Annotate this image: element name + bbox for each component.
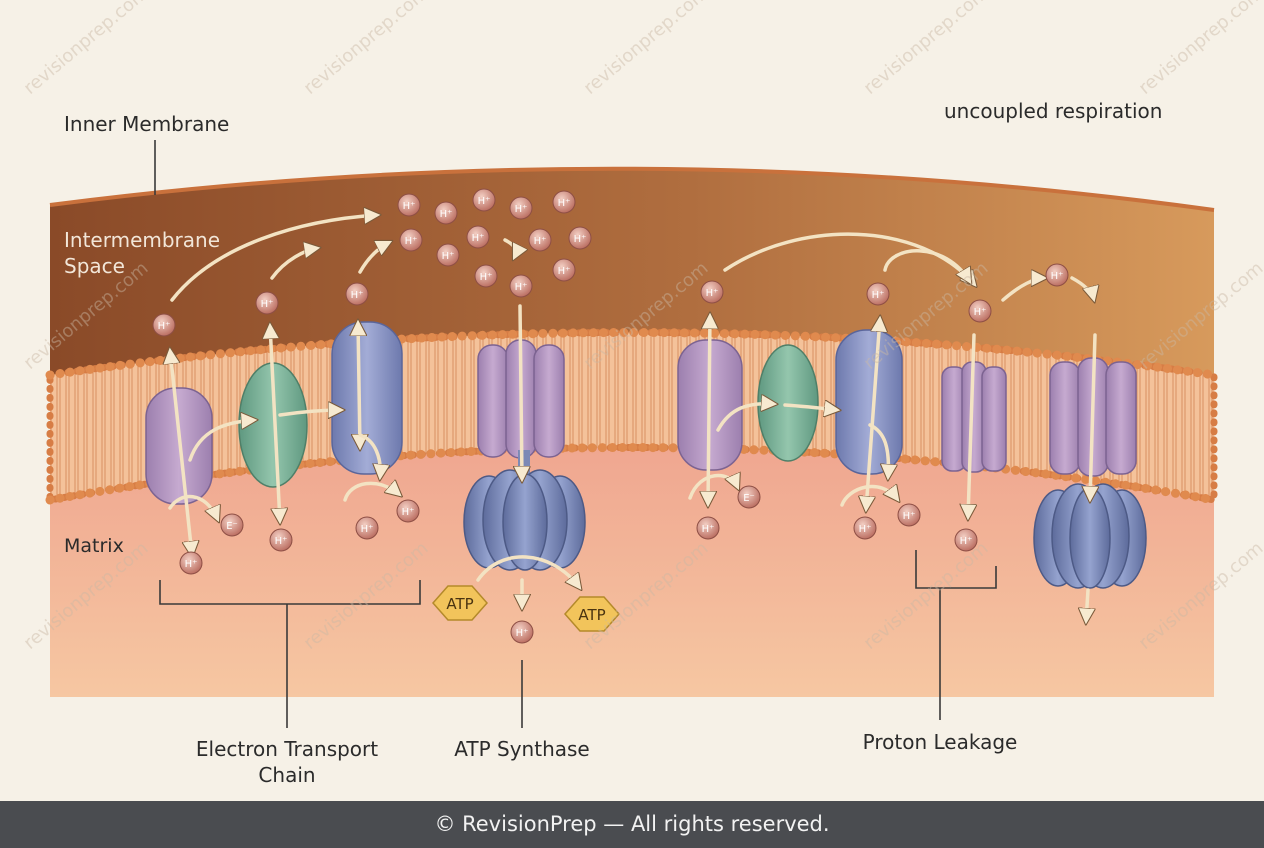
lipid-heads-top (45, 328, 1219, 380)
proton: H⁺ (696, 516, 720, 540)
proton: H⁺ (954, 528, 978, 552)
svg-text:H⁺: H⁺ (440, 209, 453, 220)
svg-text:H⁺: H⁺ (974, 307, 987, 318)
matrix-region (50, 390, 1214, 697)
atp-badge: ATP (431, 585, 489, 621)
etc-label-line-2: Chain (258, 763, 316, 787)
svg-text:H⁺: H⁺ (558, 266, 571, 277)
proton: H⁺ (472, 188, 496, 212)
atp-synthase-group-label: ATP Synthase (454, 737, 590, 761)
complex-iii (331, 321, 403, 475)
proton: H⁺ (397, 193, 421, 217)
proton: H⁺ (700, 280, 724, 304)
uncoupling-protein (941, 361, 1007, 473)
svg-text:H⁺: H⁺ (903, 511, 916, 522)
svg-text:H⁺: H⁺ (158, 321, 171, 332)
inner-membrane-label: Inner Membrane (64, 112, 230, 136)
atp-synthase-uncoupled (1033, 357, 1147, 589)
proton: H⁺ (396, 499, 420, 523)
svg-text:H⁺: H⁺ (558, 198, 571, 209)
electron: E⁻ (737, 485, 761, 509)
diagram-title: uncoupled respiration (944, 99, 1163, 123)
svg-text:H⁺: H⁺ (515, 204, 528, 215)
intermembrane-space-label: Intermembrane Space (64, 227, 220, 279)
svg-text:H⁺: H⁺ (442, 251, 455, 262)
electron-particles: E⁻ E⁻ (220, 485, 761, 537)
proton: H⁺ (968, 299, 992, 323)
svg-text:H⁺: H⁺ (275, 536, 288, 547)
svg-text:H⁺: H⁺ (960, 536, 973, 547)
etc-label-line-1: Electron Transport (195, 737, 379, 761)
svg-text:H⁺: H⁺ (574, 234, 587, 245)
svg-text:ATP: ATP (578, 606, 605, 624)
svg-text:H⁺: H⁺ (706, 288, 719, 299)
flow-arrows (170, 215, 1095, 622)
svg-text:H⁺: H⁺ (351, 290, 364, 301)
svg-text:ATP: ATP (446, 595, 473, 613)
intermembrane-space-line-2: Space (64, 254, 125, 278)
proton: H⁺ (897, 503, 921, 527)
proton: H⁺ (528, 228, 552, 252)
proton: H⁺ (399, 228, 423, 252)
atp-synthase-complex (463, 339, 586, 571)
electron: E⁻ (220, 513, 244, 537)
svg-text:H⁺: H⁺ (472, 233, 485, 244)
proton: H⁺ (474, 264, 498, 288)
watermark-text: revisionprep.com (1135, 0, 1264, 99)
svg-text:H⁺: H⁺ (405, 236, 418, 247)
svg-text:H⁺: H⁺ (515, 282, 528, 293)
svg-text:H⁺: H⁺ (1051, 271, 1064, 282)
proton-cluster: H⁺ H⁺ H⁺ H⁺ H⁺ H⁺ H⁺ H⁺ H⁺ H⁺ H⁺ H⁺ H⁺ H… (152, 188, 1069, 644)
svg-text:H⁺: H⁺ (361, 524, 374, 535)
svg-text:H⁺: H⁺ (402, 507, 415, 518)
proton: H⁺ (179, 551, 203, 575)
watermark-text: revisionprep.com (580, 0, 713, 99)
copyright-footer: © RevisionPrep — All rights reserved. (0, 801, 1264, 848)
proton: H⁺ (355, 516, 379, 540)
proton: H⁺ (345, 282, 369, 306)
proton: H⁺ (269, 528, 293, 552)
svg-text:H⁺: H⁺ (478, 196, 491, 207)
lipid-heads-bottom (45, 443, 1219, 505)
proton: H⁺ (1045, 263, 1069, 287)
leader-lines (154, 140, 997, 728)
proton: H⁺ (510, 620, 534, 644)
watermark-text: revisionprep.com (300, 0, 433, 99)
etc-group-label: Electron Transport Chain (182, 736, 392, 788)
proton: H⁺ (552, 190, 576, 214)
proton: H⁺ (152, 313, 176, 337)
atp-badge: ATP (563, 596, 621, 632)
inner-membrane-outline (49, 166, 1215, 212)
svg-text:H⁺: H⁺ (872, 290, 885, 301)
proton: H⁺ (434, 201, 458, 225)
proton: H⁺ (509, 196, 533, 220)
intermembrane-space-line-1: Intermembrane (64, 228, 221, 252)
svg-text:E⁻: E⁻ (743, 493, 755, 504)
svg-text:H⁺: H⁺ (534, 236, 547, 247)
svg-text:E⁻: E⁻ (226, 521, 238, 532)
proton: H⁺ (853, 516, 877, 540)
svg-text:H⁺: H⁺ (261, 299, 274, 310)
svg-text:H⁺: H⁺ (403, 201, 416, 212)
proton: H⁺ (255, 291, 279, 315)
proton: H⁺ (466, 225, 490, 249)
svg-text:H⁺: H⁺ (859, 524, 872, 535)
proton: H⁺ (436, 243, 460, 267)
svg-text:H⁺: H⁺ (480, 272, 493, 283)
proton: H⁺ (552, 258, 576, 282)
proton-leakage-group-label: Proton Leakage (862, 730, 1018, 754)
watermark-text: revisionprep.com (20, 0, 153, 99)
proton: H⁺ (509, 274, 533, 298)
svg-text:H⁺: H⁺ (185, 559, 198, 570)
proton: H⁺ (866, 282, 890, 306)
svg-text:H⁺: H⁺ (702, 524, 715, 535)
proton: H⁺ (568, 226, 592, 250)
watermark-text: revisionprep.com (860, 0, 993, 99)
matrix-label: Matrix (64, 535, 124, 557)
svg-text:H⁺: H⁺ (516, 628, 529, 639)
atp-molecules: ATP ATP (431, 585, 621, 632)
